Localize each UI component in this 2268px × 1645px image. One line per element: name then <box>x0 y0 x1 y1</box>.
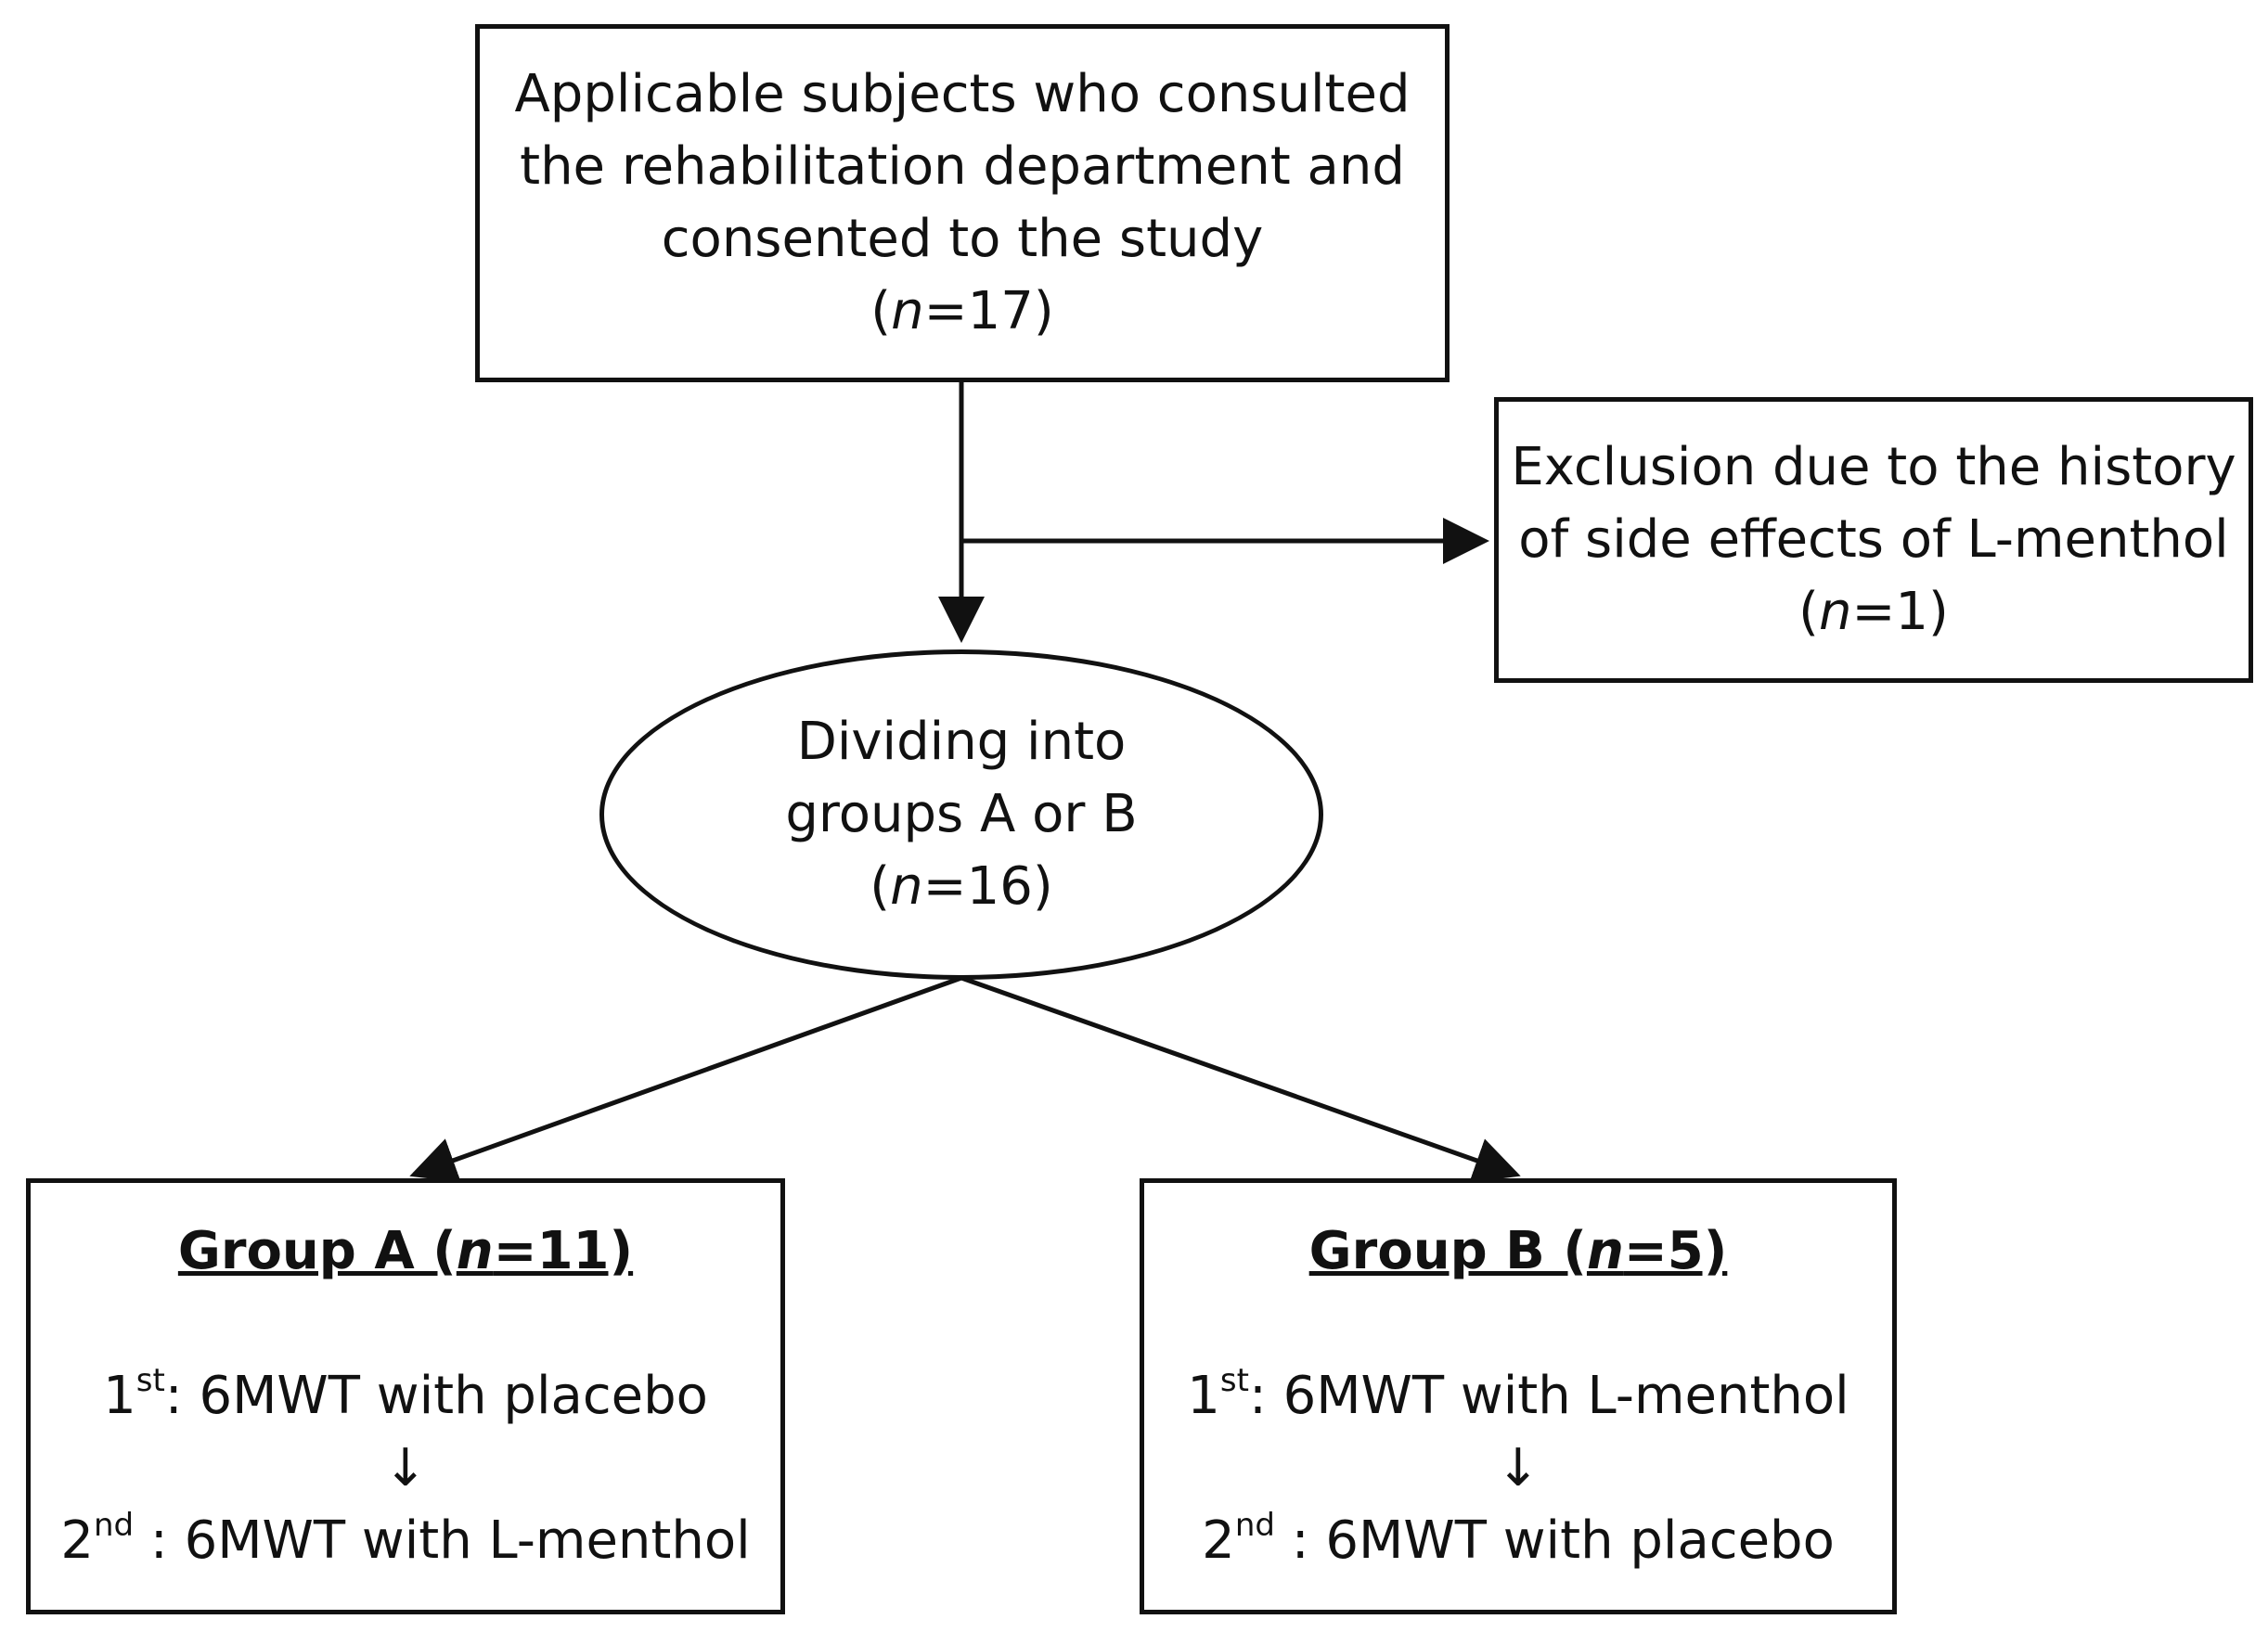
dividing-node: Dividing into groups A or B (n=16) <box>599 649 1323 980</box>
step-text: : 6MWT with L-menthol <box>1248 1366 1849 1426</box>
dividing-node-n-value: =16 <box>922 856 1033 917</box>
start-box-line-3: consented to the study <box>661 209 1264 269</box>
step-text: : 6MWT with placebo <box>1274 1510 1835 1571</box>
n-symbol: n <box>891 281 924 341</box>
start-box-count: (n=17) <box>870 281 1054 341</box>
exclusion-box: Exclusion due to the history of side eff… <box>1494 397 2253 683</box>
down-arrow-icon: ↓ <box>1496 1438 1540 1498</box>
dividing-node-line-1: Dividing into <box>796 712 1127 772</box>
group-a-box: Group A (n=11) 1st: 6MWT with placebo ↓ … <box>26 1178 785 1614</box>
ordinal-suffix: st <box>135 1362 165 1399</box>
start-box-line-1: Applicable subjects who consulted <box>514 64 1411 124</box>
n-symbol: n <box>890 856 923 917</box>
n-symbol: n <box>1818 582 1852 642</box>
arrow-dividing-to-group-b <box>960 975 1521 1183</box>
group-a-step-2: 2nd : 6MWT with L-menthol <box>60 1505 750 1577</box>
start-box: Applicable subjects who consulted the re… <box>475 24 1450 382</box>
exclusion-box-line-1: Exclusion due to the history <box>1511 437 2236 497</box>
step-number: 1 <box>1187 1366 1220 1426</box>
exclusion-box-line-2: of side effects of L-menthol <box>1518 509 2229 570</box>
group-a-step-1: 1st: 6MWT with placebo <box>103 1360 708 1433</box>
ordinal-suffix: nd <box>93 1507 135 1544</box>
down-arrow-icon: ↓ <box>383 1438 428 1498</box>
n-symbol: n <box>1586 1221 1624 1281</box>
group-b-box: Group B (n=5) 1st: 6MWT with L-menthol ↓… <box>1140 1178 1897 1614</box>
dividing-node-count: (n=16) <box>870 856 1053 917</box>
ordinal-suffix: st <box>1219 1362 1249 1399</box>
group-b-step-1: 1st: 6MWT with L-menthol <box>1187 1360 1849 1433</box>
dividing-node-line-2: groups A or B <box>785 784 1138 844</box>
step-text: : 6MWT with placebo <box>164 1366 708 1426</box>
group-a-title-suffix: =11) <box>493 1221 634 1281</box>
group-b-title-suffix: =5) <box>1623 1221 1728 1281</box>
step-number: 2 <box>60 1510 94 1571</box>
exclusion-box-n-value: =1 <box>1851 582 1929 642</box>
start-box-n-value: =17 <box>923 281 1034 341</box>
step-text: : 6MWT with L-menthol <box>134 1510 751 1571</box>
group-a-title-prefix: Group A ( <box>177 1221 457 1281</box>
start-box-line-2: the rehabilitation department and <box>520 136 1405 197</box>
n-symbol: n <box>456 1221 494 1281</box>
group-b-step-2: 2nd : 6MWT with placebo <box>1202 1505 1835 1577</box>
exclusion-box-count: (n=1) <box>1798 582 1949 642</box>
ordinal-suffix: nd <box>1234 1507 1275 1544</box>
group-b-title-prefix: Group B ( <box>1308 1221 1587 1281</box>
group-a-title: Group A (n=11) <box>178 1215 633 1288</box>
group-b-title: Group B (n=5) <box>1309 1215 1728 1288</box>
arrow-dividing-to-group-a <box>409 975 962 1183</box>
step-number: 1 <box>103 1366 136 1426</box>
step-number: 2 <box>1202 1510 1235 1571</box>
